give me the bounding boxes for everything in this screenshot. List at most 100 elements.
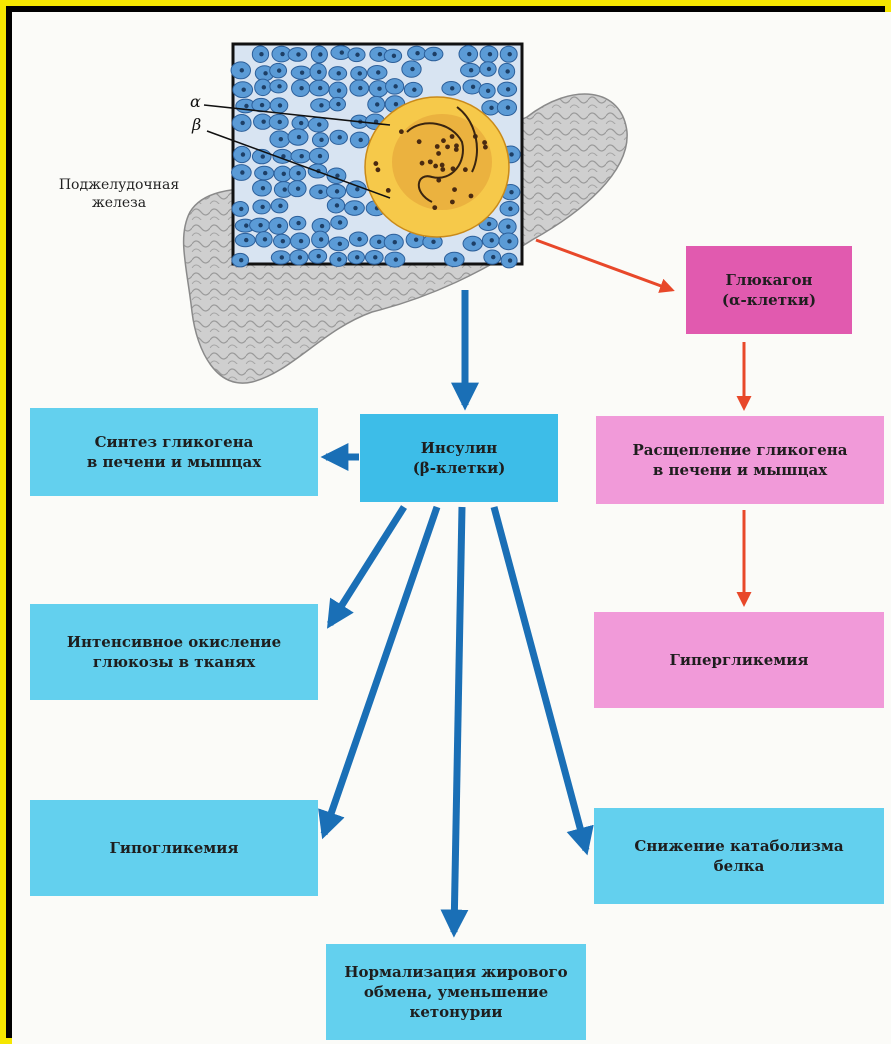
- cell-nucleus: [279, 137, 283, 141]
- islet-cell-nucleus: [399, 129, 404, 134]
- cell-nucleus: [355, 187, 359, 191]
- cell-nucleus: [318, 52, 322, 56]
- cell-nucleus: [414, 237, 418, 241]
- cell-nucleus: [506, 225, 510, 229]
- glycogen-breakdown-box: Расщепление гликогена в печени и мышцах: [596, 416, 884, 504]
- cell-nucleus: [508, 258, 512, 262]
- cell-nucleus: [296, 52, 300, 56]
- cell-nucleus: [244, 223, 248, 227]
- cell-nucleus: [507, 239, 511, 243]
- cell-nucleus: [506, 105, 510, 109]
- islet-cell-nucleus: [428, 159, 433, 164]
- cell-nucleus: [357, 237, 361, 241]
- cell-nucleus: [244, 104, 248, 108]
- insulin-box: Инсулин (β-клетки): [360, 414, 558, 502]
- islet-cell-nucleus: [452, 187, 457, 192]
- cell-nucleus: [263, 237, 267, 241]
- cell-nucleus: [299, 121, 303, 125]
- glycogen-synthesis-box: Синтез гликогена в печени и мышцах: [30, 408, 318, 496]
- cell-nucleus: [453, 257, 457, 261]
- beta-cell-label: β: [192, 115, 201, 134]
- cell-nucleus: [239, 207, 243, 211]
- islet-cell-nucleus: [436, 151, 441, 156]
- cell-nucleus: [318, 154, 322, 158]
- cell-nucleus: [299, 239, 303, 243]
- islet-cell-nucleus: [440, 167, 445, 172]
- cell-nucleus: [358, 71, 362, 75]
- cell-nucleus: [258, 223, 262, 227]
- cell-nucleus: [316, 254, 320, 258]
- cell-nucleus: [335, 203, 339, 207]
- cell-nucleus: [358, 138, 362, 142]
- islet-cell-nucleus: [376, 167, 381, 172]
- cell-nucleus: [281, 239, 285, 243]
- cell-nucleus: [491, 255, 495, 259]
- cell-nucleus: [338, 242, 342, 246]
- islet-cell-nucleus: [440, 163, 445, 168]
- islet-cell-nucleus: [433, 164, 438, 169]
- cell-nucleus: [412, 88, 416, 92]
- cell-nucleus: [241, 152, 245, 156]
- cell-nucleus: [337, 71, 341, 75]
- cell-nucleus: [296, 186, 300, 190]
- cell-nucleus: [450, 86, 454, 90]
- cell-nucleus: [319, 103, 323, 107]
- islet-cell-nucleus: [435, 144, 440, 149]
- cell-nucleus: [317, 122, 321, 126]
- islet-cell-nucleus: [469, 194, 474, 199]
- cell-nucleus: [242, 87, 246, 91]
- cell-nucleus: [337, 88, 341, 92]
- cell-nucleus: [337, 135, 341, 139]
- cell-nucleus: [335, 189, 339, 193]
- cell-nucleus: [296, 221, 300, 225]
- cell-nucleus: [508, 52, 512, 56]
- cell-nucleus: [240, 170, 244, 174]
- cell-nucleus: [244, 238, 248, 242]
- cell-nucleus: [488, 52, 492, 56]
- cell-nucleus: [469, 68, 473, 72]
- arrow-insulin-to-hypoglycemia: [324, 507, 437, 834]
- cell-nucleus: [259, 52, 263, 56]
- cell-nucleus: [297, 135, 301, 139]
- cell-nucleus: [277, 224, 281, 228]
- cell-nucleus: [240, 121, 244, 125]
- cell-nucleus: [239, 258, 243, 262]
- cell-nucleus: [376, 70, 380, 74]
- cell-nucleus: [240, 68, 244, 72]
- cell-nucleus: [355, 255, 359, 259]
- pancreas-label: Поджелудочная железа: [34, 176, 204, 212]
- cell-nucleus: [278, 120, 282, 124]
- cell-nucleus: [394, 102, 398, 106]
- cell-nucleus: [263, 171, 267, 175]
- cell-nucleus: [508, 207, 512, 211]
- cell-nucleus: [263, 71, 267, 75]
- cell-nucleus: [353, 206, 357, 210]
- diagram-canvas: Поджелудочная железа α β Глюкагон (α-кле…: [12, 12, 891, 1044]
- arrow-insulin-to-protein: [494, 507, 586, 850]
- cell-nucleus: [261, 154, 265, 158]
- islet-cell-nucleus: [417, 139, 422, 144]
- islet-cell-nucleus: [450, 134, 455, 139]
- cell-nucleus: [432, 52, 436, 56]
- cell-nucleus: [262, 85, 266, 89]
- cell-nucleus: [373, 255, 377, 259]
- cell-nucleus: [410, 67, 414, 71]
- islet-cell-nucleus: [450, 200, 455, 205]
- cell-nucleus: [318, 190, 322, 194]
- cell-nucleus: [486, 89, 490, 93]
- cell-nucleus: [317, 70, 321, 74]
- cell-nucleus: [415, 51, 419, 55]
- islet-cell-nucleus: [445, 144, 450, 149]
- cell-nucleus: [393, 84, 397, 88]
- hyperglycemia-box: Гипергликемия: [594, 612, 884, 708]
- cell-nucleus: [337, 257, 341, 261]
- cell-nucleus: [375, 102, 379, 106]
- arrow-to-glucagon: [536, 240, 672, 290]
- cell-nucleus: [393, 240, 397, 244]
- cell-nucleus: [377, 87, 381, 91]
- cell-nucleus: [489, 106, 493, 110]
- cell-nucleus: [355, 53, 359, 57]
- cell-nucleus: [471, 241, 475, 245]
- cell-nucleus: [300, 70, 304, 74]
